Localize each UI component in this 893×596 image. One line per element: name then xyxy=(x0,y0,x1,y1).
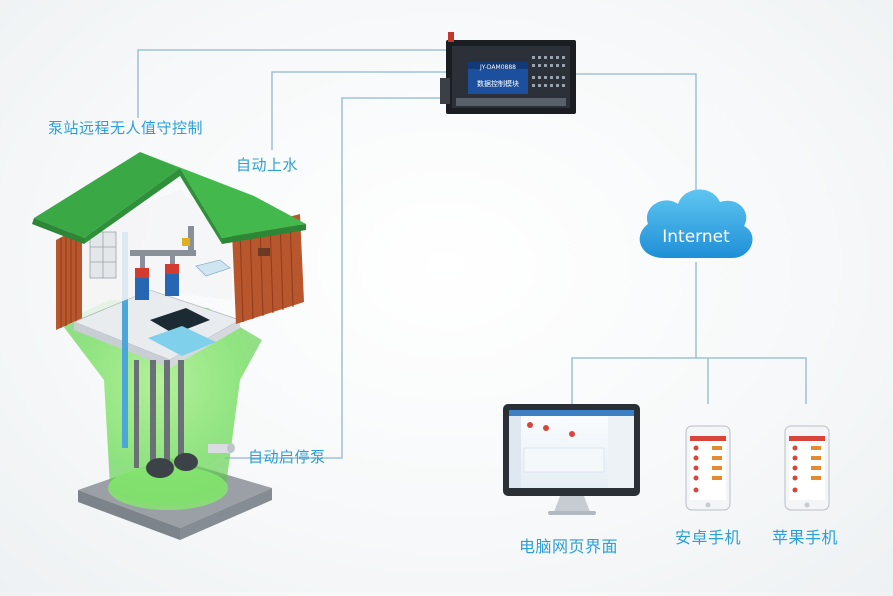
apple-phone xyxy=(784,425,830,511)
controller-device: JY-DAM0888 数据控制模块 xyxy=(440,32,576,114)
internet-cloud: Internet xyxy=(639,189,753,258)
apple-phone-label: 苹果手机 xyxy=(772,528,839,547)
internet-label: Internet xyxy=(662,227,730,247)
remote-control-label: 泵站远程无人值守控制 xyxy=(48,119,204,137)
line-device-to-internet xyxy=(576,73,697,205)
line-remote-control xyxy=(137,49,446,118)
auto-water-label: 自动上水 xyxy=(236,156,299,174)
android-phone-label: 安卓手机 xyxy=(675,528,742,547)
pc-monitor xyxy=(503,404,640,515)
pc-web-label: 电脑网页界面 xyxy=(519,537,619,556)
android-phone xyxy=(685,425,731,511)
line-auto-water xyxy=(271,71,446,150)
device-subtitle: 数据控制模块 xyxy=(477,79,519,88)
line-to-apple xyxy=(696,357,807,404)
pump-station-illustration xyxy=(32,152,306,540)
auto-pump-label: 自动启停泵 xyxy=(248,448,326,466)
line-internet-to-clients xyxy=(571,262,697,404)
connector-lines xyxy=(137,49,807,459)
device-model: JY-DAM0888 xyxy=(479,64,516,71)
line-auto-pump xyxy=(225,97,446,459)
